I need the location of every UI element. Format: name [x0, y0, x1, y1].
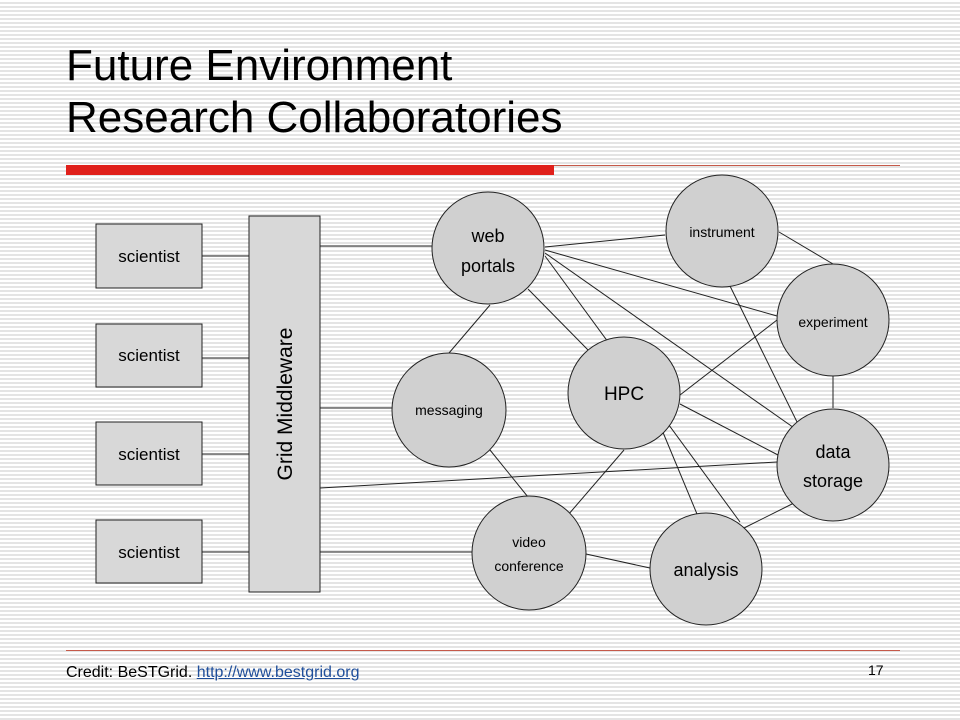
node-video-conference-line2: conference: [494, 558, 563, 574]
scientist-box-2: scientist: [95, 323, 203, 388]
edge-videoconference-analysis: [585, 553, 651, 569]
edge-analysis-datastorage: [743, 501, 797, 529]
node-instrument: instrument: [665, 174, 779, 288]
node-web-portals-line2: portals: [461, 256, 515, 276]
credit-link[interactable]: http://www.bestgrid.org: [196, 664, 360, 681]
node-experiment-label: experiment: [798, 314, 867, 330]
title-line-1: Future Environment: [66, 41, 453, 90]
node-web-portals: web portals: [431, 191, 545, 305]
edge-hpc-datastorage: [679, 403, 779, 456]
title-divider-line: [554, 165, 900, 166]
node-analysis: analysis: [649, 512, 763, 626]
slide-title: Future Environment Research Collaborator…: [66, 40, 886, 144]
edge-instrument-experiment: [778, 231, 834, 265]
footer-divider-line: [66, 650, 900, 651]
node-data-storage: data storage: [776, 408, 890, 522]
edge-webportals-datastorage: [544, 252, 798, 431]
edge-webportals-messaging: [448, 304, 491, 354]
network-nodes: web portals messaging HPC video conferen…: [391, 174, 890, 626]
scientist-box-4: scientist: [95, 519, 203, 584]
node-instrument-label: instrument: [689, 224, 754, 240]
node-hpc: HPC: [567, 336, 681, 450]
credit-prefix: Credit: BeSTGrid.: [66, 664, 193, 681]
node-experiment: experiment: [776, 263, 890, 377]
node-hpc-label: HPC: [604, 384, 644, 405]
edge-webportals-hpc: [527, 288, 591, 353]
title-line-2: Research Collaboratories: [66, 93, 563, 142]
scientist-label-1: scientist: [118, 247, 180, 266]
scientist-label-4: scientist: [118, 543, 180, 562]
node-messaging: messaging: [391, 352, 507, 468]
edge-hpc-videoconference: [567, 449, 625, 516]
edge-webportals-experiment: [544, 249, 778, 317]
scientist-box-1: scientist: [95, 223, 203, 289]
node-analysis-label: analysis: [673, 560, 738, 580]
credit-line: Credit: BeSTGrid. http://www.bestgrid.or…: [66, 664, 359, 682]
edge-instrument-datastorage: [729, 285, 801, 429]
node-data-storage-line1: data: [815, 442, 851, 462]
edge-middleware-datastorage: [319, 461, 778, 489]
page-number: 17: [868, 662, 884, 678]
scientist-label-3: scientist: [118, 445, 180, 464]
grid-middleware-bar: Grid Middleware: [248, 215, 321, 593]
scientist-boxes: scientist scientist scientist scientist: [95, 223, 203, 584]
edge-hpc-experiment: [679, 319, 778, 396]
title-accent-bar: [66, 165, 554, 175]
edge-webportals-instrument: [544, 234, 666, 248]
node-messaging-label: messaging: [415, 402, 483, 418]
node-video-conference-line1: video: [512, 534, 546, 550]
node-web-portals-line1: web: [470, 226, 504, 246]
edge-messaging-videoconference: [489, 449, 529, 498]
scientist-box-3: scientist: [95, 421, 203, 486]
grid-middleware-label: Grid Middleware: [274, 328, 297, 481]
node-video-conference: video conference: [471, 495, 587, 611]
scientist-label-2: scientist: [118, 346, 180, 365]
edge-hpc-analysis: [661, 429, 698, 515]
node-data-storage-line2: storage: [803, 471, 863, 491]
